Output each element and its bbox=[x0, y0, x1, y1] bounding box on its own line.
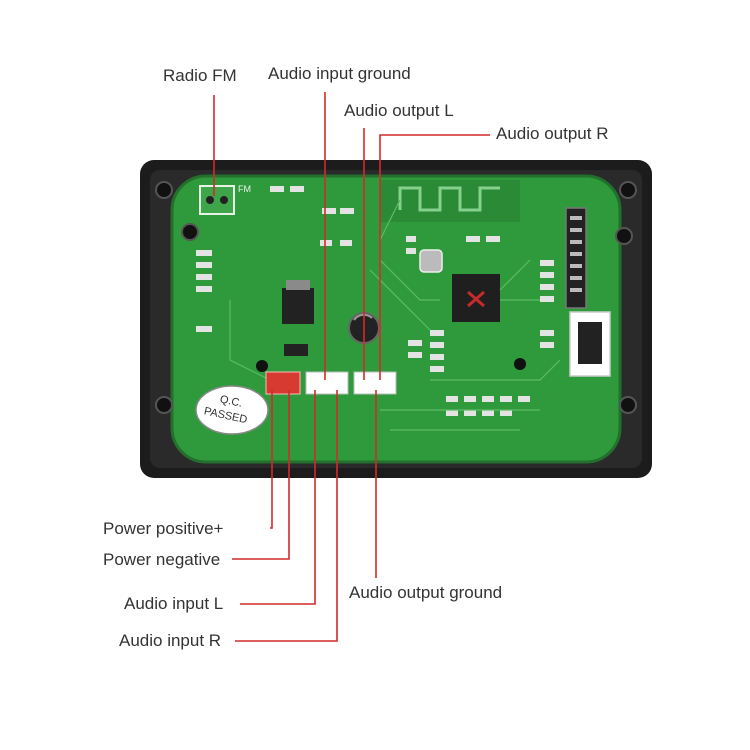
smd-part bbox=[196, 326, 212, 332]
power-connector bbox=[265, 371, 301, 395]
fm-terminal bbox=[199, 185, 235, 215]
label-audio-input-ground: Audio input ground bbox=[268, 64, 411, 83]
smd-part bbox=[466, 236, 480, 242]
smd-part bbox=[196, 274, 212, 280]
smd-part bbox=[290, 186, 304, 192]
leader-audio-output-r bbox=[379, 134, 490, 380]
smd-part bbox=[430, 330, 444, 336]
audio-input-connector bbox=[305, 371, 349, 395]
smd-part bbox=[464, 410, 476, 416]
qc-badge-line1: Q.C. bbox=[219, 393, 244, 409]
label-audio-input-r: Audio input R bbox=[119, 631, 222, 650]
capacitor-highlight bbox=[353, 313, 373, 321]
side-header-pins bbox=[570, 216, 582, 292]
main-chip-logo bbox=[467, 290, 485, 308]
fm-terminal-pin-1 bbox=[206, 196, 214, 204]
smd-part bbox=[518, 396, 530, 402]
regulator-small-chip bbox=[284, 344, 308, 356]
smd-part bbox=[322, 208, 336, 214]
dc-jack-inner bbox=[578, 322, 602, 364]
pcb-board-edge bbox=[170, 174, 622, 464]
mount-hole bbox=[514, 358, 526, 370]
screw-left-mid bbox=[181, 223, 199, 241]
smd-part bbox=[270, 186, 284, 192]
smd-part bbox=[408, 340, 422, 346]
smd-part bbox=[500, 396, 512, 402]
smd-part bbox=[540, 296, 554, 302]
smd-part bbox=[196, 286, 212, 292]
label-audio-input-l: Audio input L bbox=[124, 594, 224, 613]
antenna-trace bbox=[398, 186, 500, 212]
smd-part bbox=[430, 342, 444, 348]
smd-part bbox=[482, 396, 494, 402]
smd-part bbox=[540, 260, 554, 266]
smd-part bbox=[446, 410, 458, 416]
smd-part bbox=[320, 240, 332, 246]
voltage-regulator-tab bbox=[286, 280, 310, 290]
smd-part bbox=[540, 330, 554, 336]
label-power-negative: Power negative bbox=[103, 550, 221, 569]
screw-top-right bbox=[619, 181, 637, 199]
leader-audio-input-l bbox=[240, 390, 316, 605]
smd-part bbox=[486, 236, 500, 242]
label-audio-output-ground: Audio output ground bbox=[349, 583, 503, 602]
screw-top-left bbox=[155, 181, 173, 199]
crystal bbox=[419, 249, 443, 273]
voltage-regulator bbox=[282, 288, 314, 324]
smd-part bbox=[406, 248, 416, 254]
leader-audio-input-r bbox=[235, 390, 338, 642]
leader-power-negative bbox=[232, 390, 290, 560]
smd-part bbox=[430, 366, 444, 372]
screw-bottom-left bbox=[155, 396, 173, 414]
label-audio-output-r: Audio output R bbox=[496, 124, 609, 143]
mount-screws bbox=[155, 181, 637, 414]
smd-part bbox=[540, 272, 554, 278]
screw-right-mid bbox=[615, 227, 633, 245]
smd-part bbox=[446, 396, 458, 402]
smd-part bbox=[340, 208, 354, 214]
mount-hole bbox=[256, 360, 268, 372]
smd-part bbox=[464, 396, 476, 402]
smd-part bbox=[540, 342, 554, 348]
label-power-positive: Power positive+ bbox=[103, 519, 224, 538]
audio-output-connector bbox=[353, 371, 397, 395]
smd-part bbox=[430, 354, 444, 360]
qc-passed-sticker bbox=[195, 385, 269, 435]
screw-bottom-right bbox=[619, 396, 637, 414]
smd-part bbox=[500, 410, 512, 416]
smd-part bbox=[408, 352, 422, 358]
fm-terminal-pin-2 bbox=[220, 196, 228, 204]
smd-part bbox=[406, 236, 416, 242]
side-header bbox=[565, 207, 587, 309]
smd-part bbox=[196, 262, 212, 268]
leader-lines bbox=[213, 92, 490, 642]
silk-fm: FM bbox=[238, 184, 251, 194]
smd-part bbox=[540, 284, 554, 290]
label-audio-output-l: Audio output L bbox=[344, 101, 454, 120]
smd-components bbox=[196, 186, 554, 416]
smd-part bbox=[482, 410, 494, 416]
leader-power-positive bbox=[270, 390, 273, 529]
smd-part bbox=[340, 240, 352, 246]
smd-part bbox=[196, 250, 212, 256]
label-radio-fm: Radio FM bbox=[163, 66, 237, 85]
